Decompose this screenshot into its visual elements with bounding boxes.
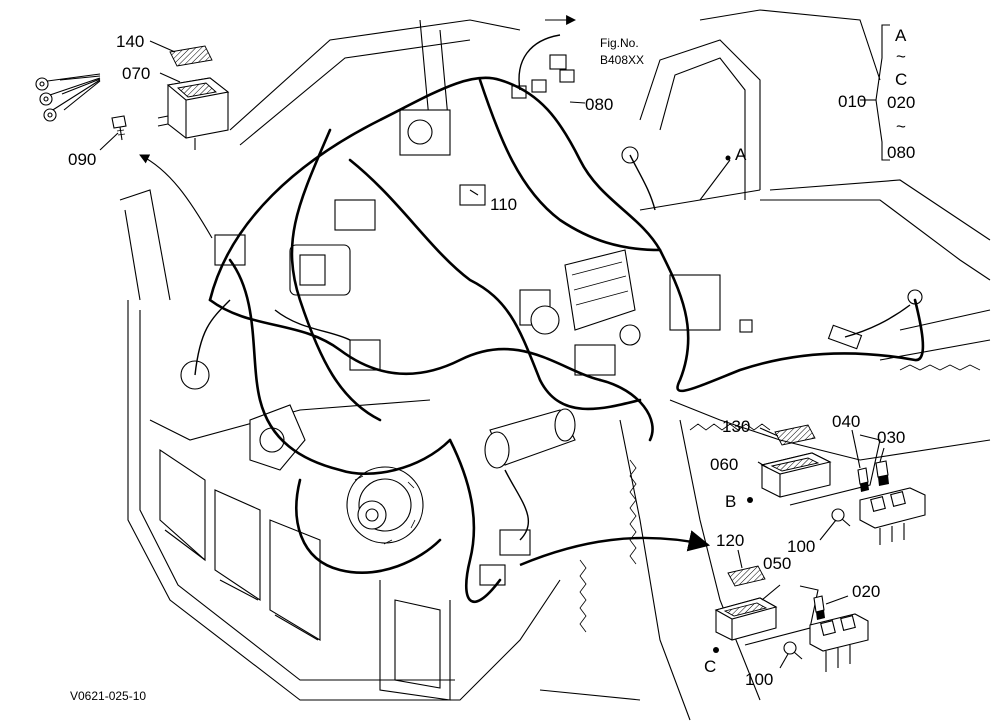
callout-130: 130 [722, 417, 750, 436]
fig-no-value: B408XX [600, 53, 644, 67]
part-090-screw [111, 115, 127, 141]
callout-020: 020 [852, 582, 880, 601]
part-130-cover [774, 424, 816, 446]
fuse-holder-b [859, 487, 926, 545]
alternator [346, 466, 424, 545]
part-040-fuse [857, 467, 869, 492]
range-item-080: 080 [887, 143, 915, 162]
callout-090: 090 [68, 150, 96, 169]
callout-050: 050 [763, 554, 791, 573]
part-050-fuse-box [714, 597, 778, 641]
range-item-020: 020 [887, 93, 915, 112]
part-070-relay-box [157, 77, 230, 150]
part-140-plate [169, 45, 213, 67]
part-020-fuse [813, 595, 825, 620]
detail-fuse-box-c [519, 530, 869, 672]
detail-relay-080 [545, 15, 586, 104]
callout-040: 040 [832, 412, 860, 431]
callout-a: A [735, 145, 747, 164]
ring-terminals [35, 73, 101, 122]
part-100-screw-a [831, 508, 851, 527]
range-item-tilde-2: ~ [896, 117, 906, 136]
range-bracket [860, 24, 890, 161]
detail-relay-070 [35, 40, 230, 239]
injection-pump [249, 404, 306, 471]
range-item-a: A [895, 26, 907, 45]
callout-100-a: 100 [787, 537, 815, 556]
fig-no-label: Fig.No. [600, 36, 639, 50]
arrow-detail-c [519, 530, 711, 567]
part-030-fuse [875, 460, 889, 486]
callout-060: 060 [710, 455, 738, 474]
callout-140: 140 [116, 32, 144, 51]
detail-fuse-box-b [747, 424, 926, 545]
range-ref: 010 [838, 92, 866, 111]
callout-100-b: 100 [745, 670, 773, 689]
callout-120: 120 [716, 531, 744, 550]
arrow-detail-070 [139, 154, 213, 239]
range-item-c: C [895, 70, 907, 89]
callout-110: 110 [490, 195, 517, 214]
leader-a [699, 159, 731, 201]
footer-code: V0621-025-10 [70, 689, 146, 703]
part-060-fuse-box [760, 452, 832, 498]
callout-070: 070 [122, 64, 150, 83]
leader-110 [469, 189, 479, 196]
callout-080: 080 [585, 95, 613, 114]
fuse-holder-c [809, 613, 869, 672]
controller-box [564, 249, 636, 331]
wiring-harness [194, 34, 925, 604]
part-100-screw-b [783, 641, 803, 660]
callout-c: C [704, 657, 716, 676]
callout-b: B [725, 492, 736, 511]
labels: Fig.No. B408XX V0621-025-10 010 A ~ C 02… [68, 26, 915, 703]
callout-030: 030 [877, 428, 905, 447]
range-item-tilde-1: ~ [896, 47, 906, 66]
starter-motor [484, 408, 576, 469]
part-120-cover [727, 565, 766, 587]
